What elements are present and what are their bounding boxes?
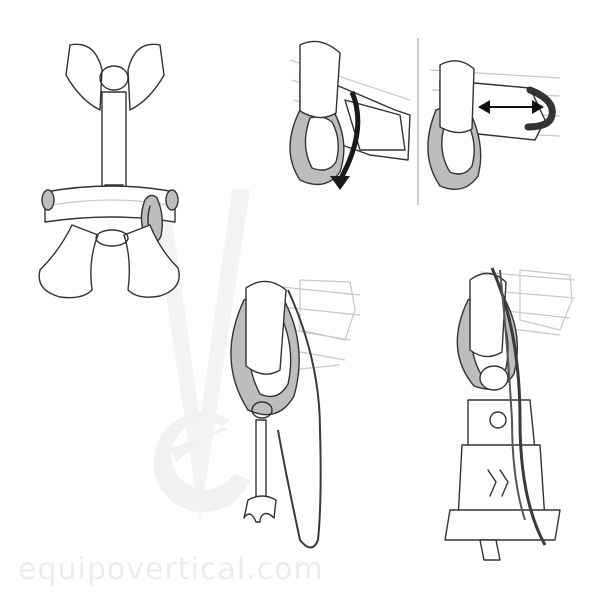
double-arrow-icon: [478, 100, 544, 114]
tool-lanyard-figure: [230, 279, 361, 549]
descender-icon: [444, 399, 561, 561]
rope-device-figure: [444, 267, 576, 561]
watermark-text: equipovertical.com: [18, 552, 324, 587]
full-harness-figure: [38, 43, 180, 299]
gear-loop-adjust-figure: [427, 60, 561, 190]
wrench-icon: [243, 401, 277, 523]
gear-loop-threading-figure: [289, 40, 411, 190]
